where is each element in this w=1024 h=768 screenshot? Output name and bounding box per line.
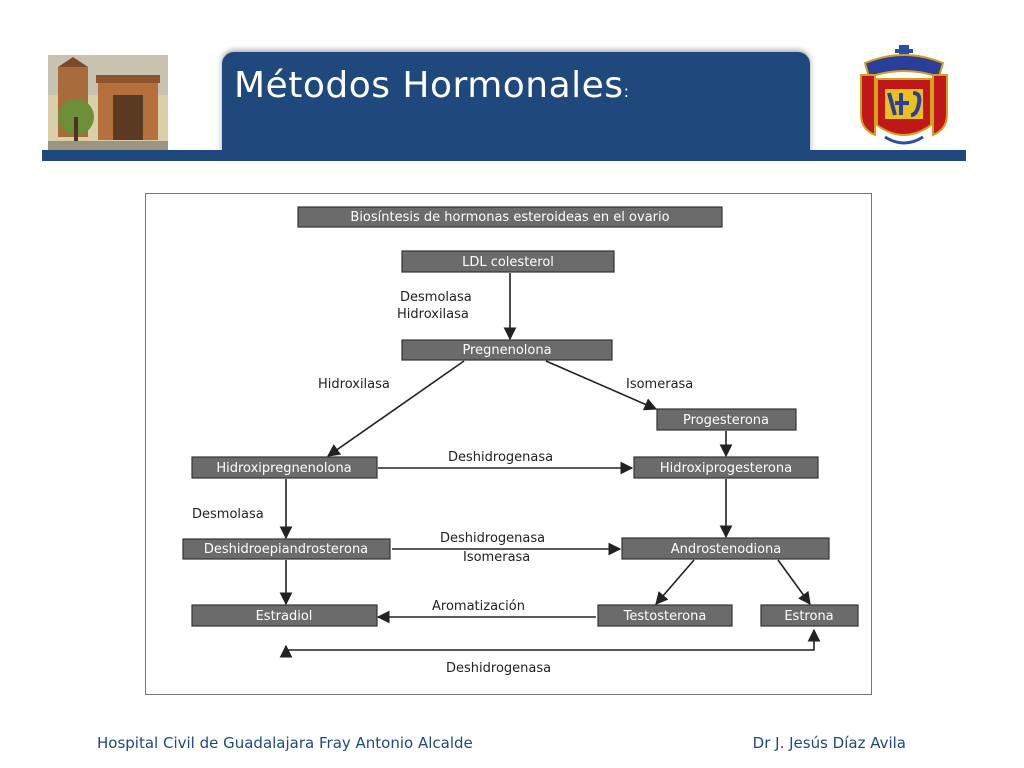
hospital-civil-crest-logo: [855, 45, 953, 150]
enzyme-label-isomerasa-1: Isomerasa: [626, 377, 693, 392]
node-estradiol: Estradiol: [191, 604, 378, 627]
node-pregnenolona: Pregnenolona: [401, 339, 613, 361]
node-ldl-colesterol-label: LDL colesterol: [462, 255, 554, 270]
enzyme-label-desmolasa-1: Desmolasa: [400, 290, 472, 305]
enzyme-label-aromatizacion: Aromatización: [432, 599, 525, 614]
biosynthesis-diagram: Biosíntesis de hormonas esteroideas en e…: [145, 193, 872, 695]
enzyme-label-isomerasa-2: Isomerasa: [463, 550, 530, 565]
enzyme-label-hidroxilasa-2: Hidroxilasa: [318, 377, 390, 392]
edge-pregnenolona-hidroxipregnenolona: [326, 360, 465, 457]
node-estrona: Estrona: [760, 604, 859, 627]
enzyme-label-deshidrogenasa-2: Deshidrogenasa: [440, 531, 545, 546]
enzyme-label-deshidrogenasa-1: Deshidrogenasa: [448, 450, 553, 465]
edge-androstenodiona-testosterona: [655, 559, 695, 605]
title-banner: Métodos Hormonales:: [222, 52, 810, 158]
slide-title: Métodos Hormonales: [234, 65, 624, 106]
diagram-title-box: Biosíntesis de hormonas esteroideas en e…: [297, 206, 723, 228]
node-testosterona: Testosterona: [597, 604, 733, 627]
edge-pregnenolona-progesterona: [545, 360, 658, 411]
slide-title-colon: :: [623, 82, 630, 101]
edge-estradiol-estrona: [279, 628, 821, 658]
node-androstenodiona-label: Androstenodiona: [671, 542, 781, 557]
node-pregnenolona-label: Pregnenolona: [462, 343, 551, 358]
node-hidroxiprogesterona: Hidroxiprogesterona: [633, 456, 819, 479]
hospital-building-logo: [48, 55, 168, 150]
node-hidroxiprogesterona-label: Hidroxiprogesterona: [660, 461, 792, 476]
node-hidroxipregnenolona-label: Hidroxipregnenolona: [216, 461, 351, 476]
footer-author: Dr J. Jesús Díaz Avila: [752, 734, 906, 752]
enzyme-label-hidroxilasa-1: Hidroxilasa: [397, 307, 469, 322]
header-divider-bar: [42, 150, 966, 161]
node-ldl-colesterol: LDL colesterol: [401, 250, 615, 273]
node-dhea-label: Deshidroepiandrosterona: [204, 542, 368, 557]
enzyme-label-deshidrogenasa-3: Deshidrogenasa: [446, 661, 551, 676]
node-testosterona-label: Testosterona: [623, 609, 707, 624]
enzyme-label-desmolasa-2: Desmolasa: [192, 507, 264, 522]
node-deshidroepiandrosterona: Deshidroepiandrosterona: [182, 538, 391, 560]
edge-androstenodiona-estrona: [777, 559, 811, 606]
diagram-title: Biosíntesis de hormonas esteroideas en e…: [350, 210, 669, 225]
node-estrona-label: Estrona: [784, 609, 833, 624]
node-androstenodiona: Androstenodiona: [621, 537, 830, 560]
node-estradiol-label: Estradiol: [256, 609, 313, 624]
node-progesterona-label: Progesterona: [683, 413, 769, 428]
node-progesterona: Progesterona: [656, 408, 797, 431]
node-hidroxipregnenolona: Hidroxipregnenolona: [191, 456, 378, 479]
footer-hospital-name: Hospital Civil de Guadalajara Fray Anton…: [97, 734, 473, 752]
